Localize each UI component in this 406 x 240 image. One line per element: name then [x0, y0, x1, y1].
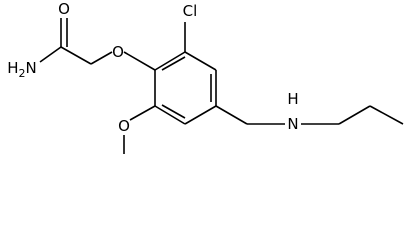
atom-amine-nitrogen: N	[287, 115, 298, 133]
atom-ether-oxygen: O	[112, 43, 124, 61]
bond-ring-inner-c5-c6	[161, 104, 186, 119]
atom-label-layer: O H2N O Cl O H N	[7, 0, 298, 135]
bond-ring-c4-c5	[184, 105, 217, 125]
atom-chlorine: Cl	[183, 2, 198, 20]
bond-ring-ch2	[215, 105, 248, 125]
bond-propyl-c1-c2	[338, 105, 371, 125]
bond-carbonyl-c-n	[39, 46, 62, 63]
atom-carbonyl-oxygen: O	[58, 0, 70, 18]
bond-ch2-ether-o	[90, 51, 113, 65]
bond-carbonyl-c-ch2	[60, 46, 92, 65]
bond-ring-c5-c6	[154, 105, 186, 125]
bond-ring-c2-c3	[184, 51, 217, 71]
atom-methoxy-oxygen: O	[118, 117, 130, 135]
bond-ether-o-ring	[123, 51, 156, 71]
bond-propyl-c2-c3	[369, 105, 404, 125]
molecule-diagram: O H2N O Cl O H N	[7, 0, 404, 154]
bond-layer	[39, 18, 404, 154]
atom-amide-nitrogen: H2N	[7, 59, 37, 80]
bond-ring-c1-c2	[154, 51, 186, 71]
bond-ring-methoxy-o	[129, 105, 156, 121]
bond-ring-inner-c1-c2	[161, 56, 186, 71]
atom-amine-hydrogen: H	[287, 90, 298, 108]
